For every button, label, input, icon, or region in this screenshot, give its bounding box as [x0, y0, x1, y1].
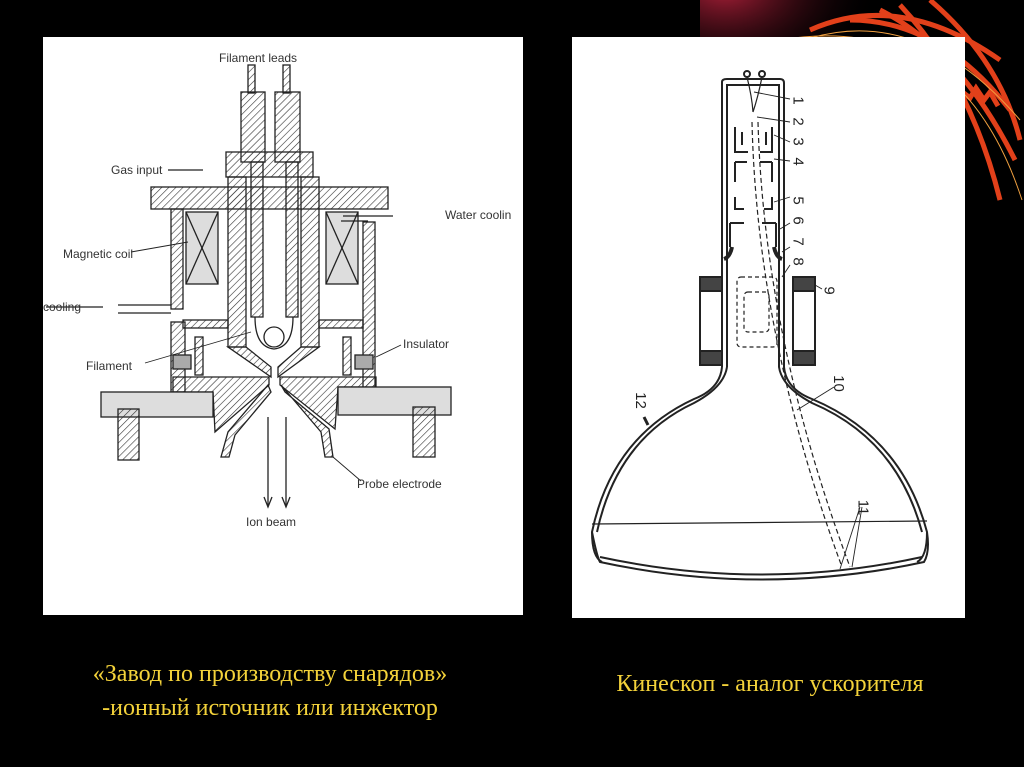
caption-left-line1: «Завод по производству снарядов» [92, 661, 448, 687]
label-11: 11 [854, 499, 872, 516]
label-magnetic-coil: Magnetic coil [63, 247, 134, 261]
kinescope-drawing [590, 70, 929, 581]
label-gas-input: Gas input [111, 163, 163, 177]
label-4: 4 [789, 157, 807, 166]
label-3: 3 [789, 137, 807, 146]
label-12: 12 [631, 392, 649, 409]
label-1: 1 [789, 96, 807, 105]
caption-left-line2: -ионный источник или инжектор [102, 695, 438, 721]
label-cooling: cooling [43, 300, 82, 314]
label-2: 2 [789, 117, 807, 126]
label-probe-electrode: Probe electrode [357, 477, 442, 491]
label-insulator: Insulator [403, 337, 450, 351]
label-5: 5 [789, 196, 807, 205]
label-ion-beam: Ion beam [246, 515, 297, 529]
caption-kinescope: Кинескоп - аналог ускорителя [616, 671, 924, 697]
label-10: 10 [829, 375, 847, 392]
ion-source-drawing [46, 64, 452, 509]
label-water-cooling: Water coolin [445, 208, 512, 222]
kinescope-diagram: 1 2 3 4 5 6 7 8 9 10 11 12 [572, 37, 965, 618]
caption-ion-source: «Завод по производству снарядов» -ионный… [40, 657, 500, 725]
label-8: 8 [789, 257, 807, 266]
label-filament-leads: Filament leads [219, 51, 298, 65]
label-7: 7 [789, 237, 807, 246]
label-filament: Filament [86, 359, 133, 373]
label-9: 9 [820, 286, 838, 295]
ion-source-diagram: Filament leads Gas input Water coolin Ma… [43, 37, 523, 615]
label-6: 6 [789, 216, 807, 225]
